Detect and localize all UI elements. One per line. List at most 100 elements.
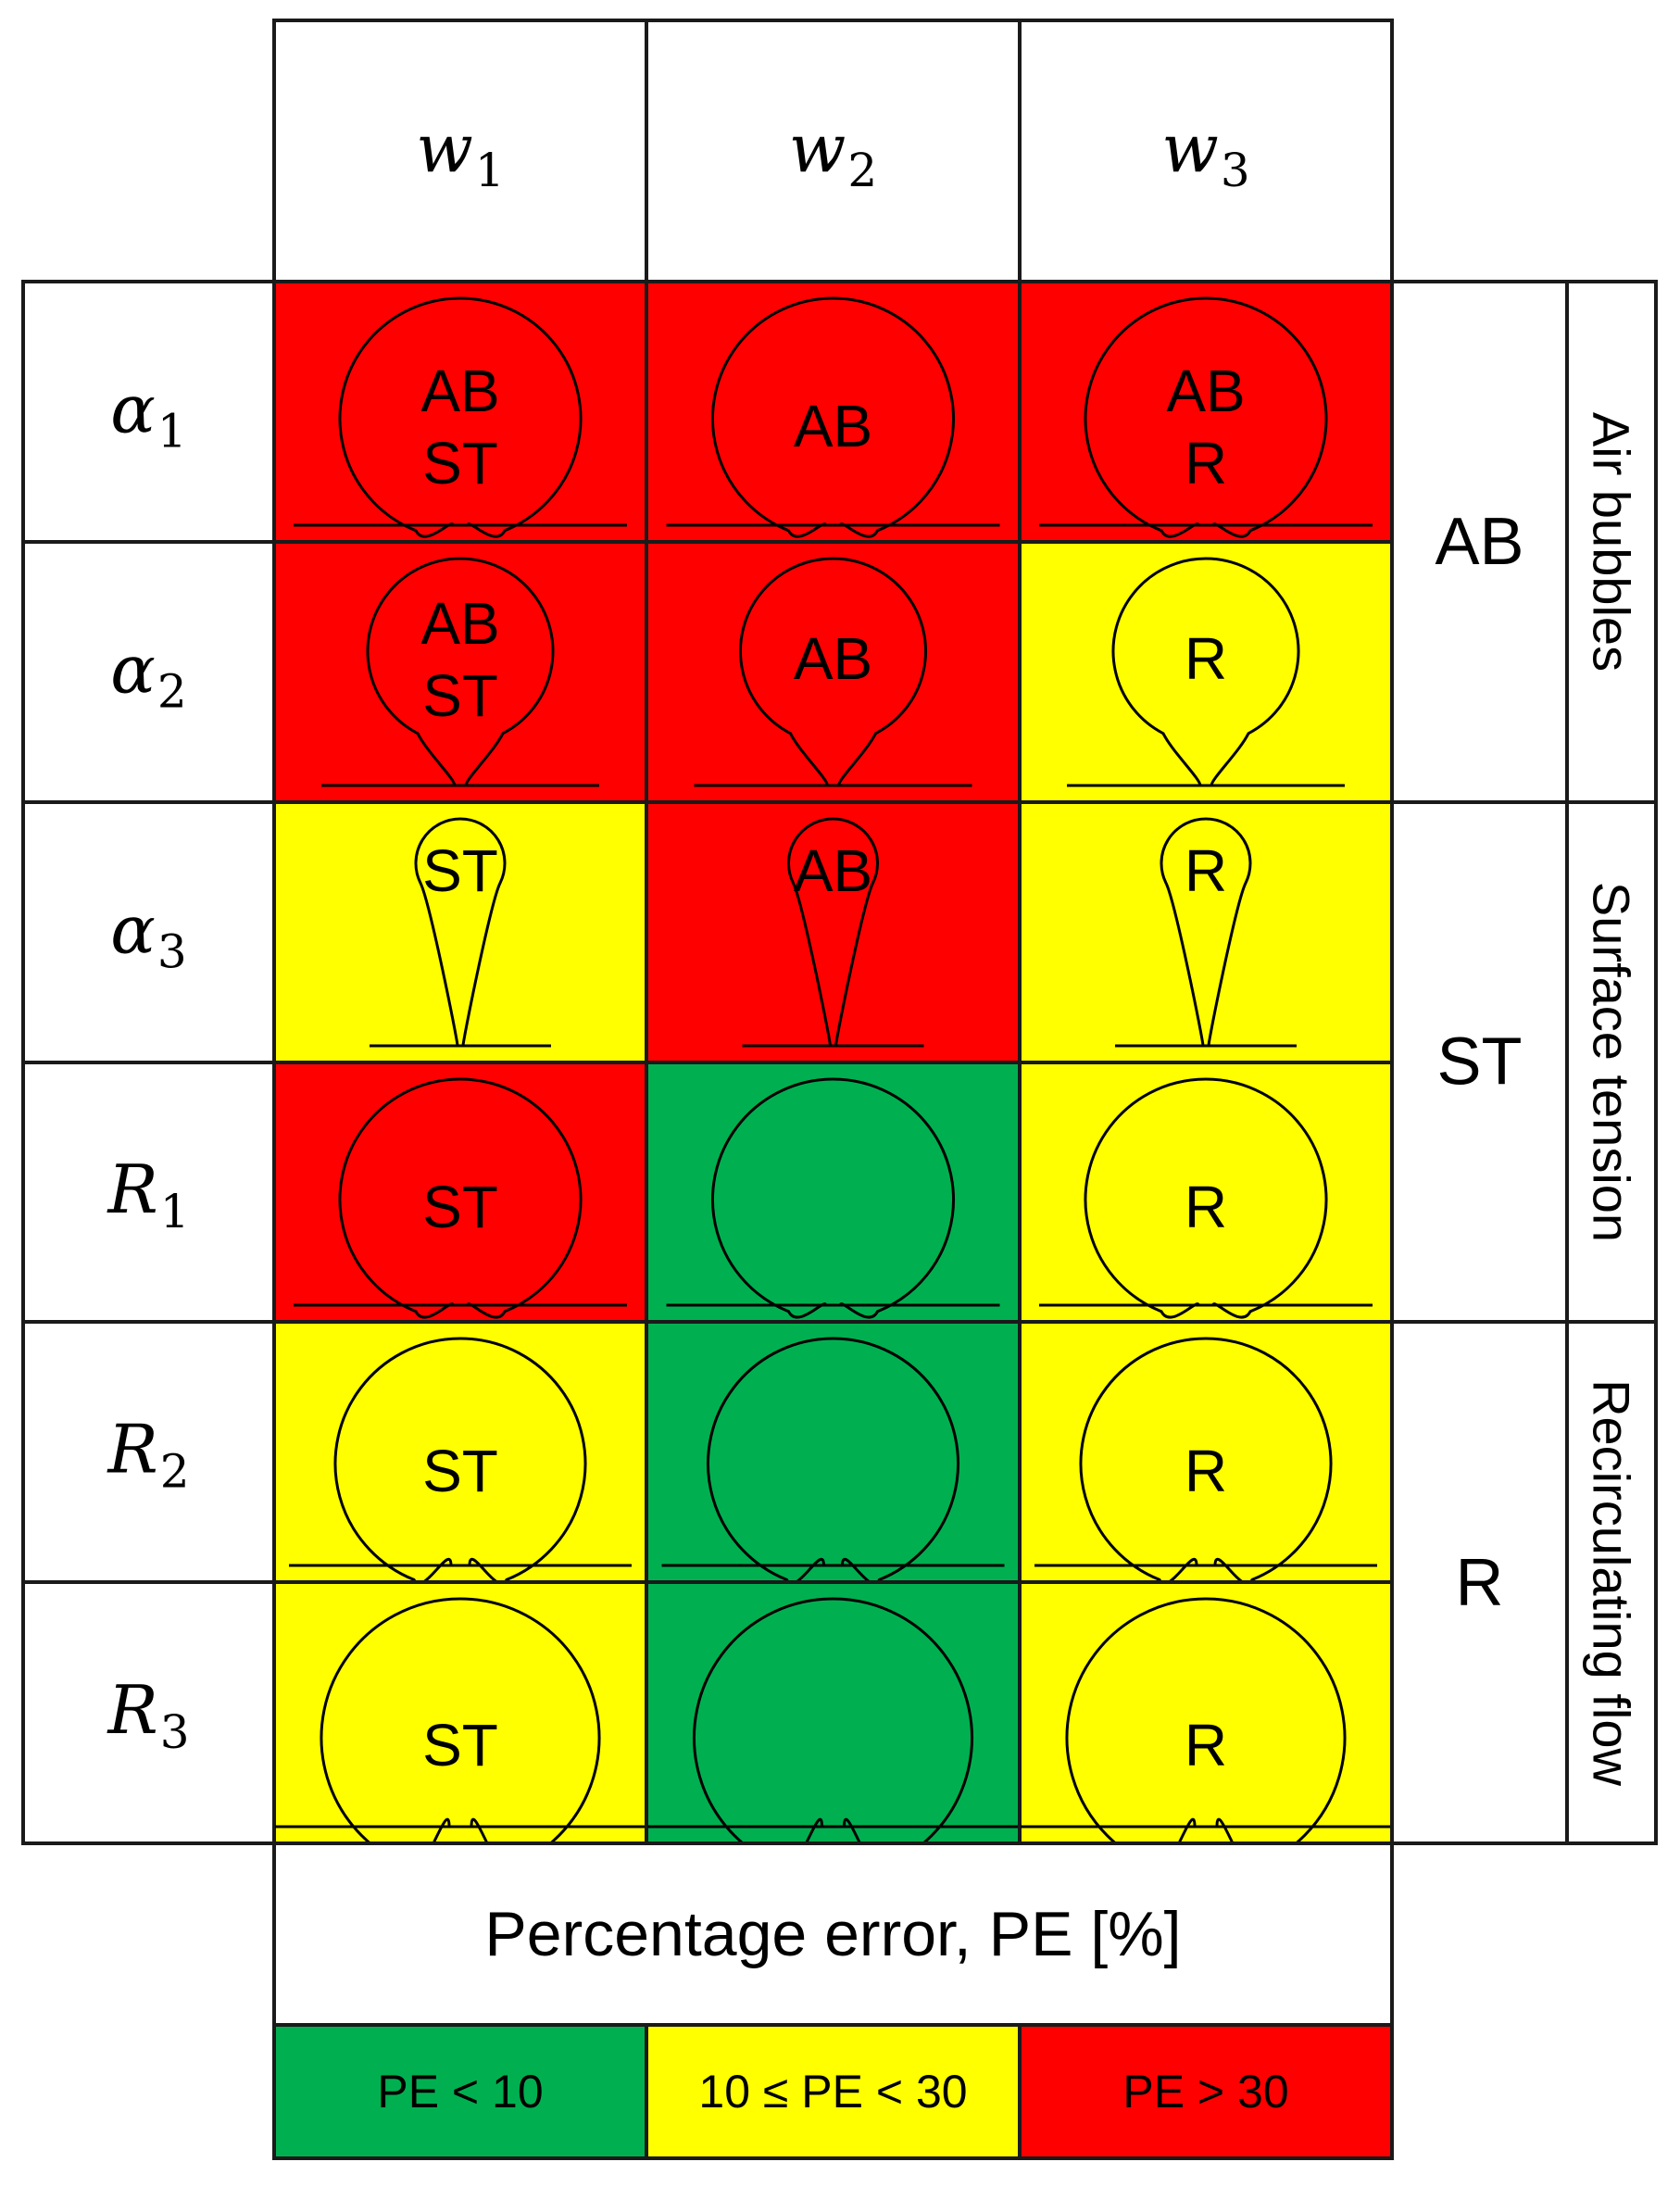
droplet-outline bbox=[1084, 1077, 1328, 1319]
row-label-symbol: α bbox=[110, 631, 156, 709]
row-label-subscript: 1 bbox=[160, 1185, 190, 1238]
column-label-symbol: w bbox=[789, 109, 846, 187]
grid-cell: ABR bbox=[1018, 280, 1394, 544]
droplet-outline bbox=[338, 1077, 583, 1319]
cell-label: R bbox=[1185, 430, 1227, 496]
row-label-subscript: 2 bbox=[160, 1445, 190, 1499]
group-name-cell bbox=[1565, 800, 1658, 1324]
cell-background bbox=[645, 280, 1022, 544]
cell-background bbox=[645, 1061, 1022, 1324]
legend-swatch bbox=[645, 2023, 1022, 2160]
cell-background bbox=[1018, 540, 1394, 804]
droplet-outline bbox=[366, 557, 555, 786]
group-name: Surface tension bbox=[1583, 882, 1641, 1242]
group-abbr: R bbox=[1456, 1546, 1504, 1620]
grid-cell bbox=[645, 1320, 1022, 1585]
grid-cell bbox=[645, 1061, 1022, 1324]
cell-label: ST bbox=[422, 837, 498, 904]
legend-swatch bbox=[272, 2023, 648, 2160]
row-label-symbol: α bbox=[110, 891, 156, 969]
cell-label: ST bbox=[422, 1174, 498, 1240]
legend-label: 10 ≤ PE < 30 bbox=[698, 2066, 967, 2118]
grid-cell: R bbox=[1018, 1580, 1394, 1872]
grid-cell: AB bbox=[645, 540, 1022, 804]
droplet-outline bbox=[1160, 817, 1252, 1047]
mechanism-group: R Recirculating flow bbox=[1390, 1320, 1658, 1845]
row-label: α2 bbox=[110, 631, 186, 719]
droplet-outline bbox=[333, 1337, 587, 1585]
row-label: R1 bbox=[106, 1150, 189, 1238]
cell-label: AB bbox=[794, 393, 872, 459]
row-header-cell bbox=[21, 1580, 276, 1845]
column-label-symbol: w bbox=[416, 109, 473, 187]
row-header-cell bbox=[21, 800, 276, 1064]
droplet-outline bbox=[711, 296, 955, 538]
legend-item: PE > 30 bbox=[1018, 2023, 1394, 2160]
cell-label: ST bbox=[422, 1438, 498, 1504]
row-label: R2 bbox=[106, 1411, 189, 1499]
row-header-cell bbox=[21, 1061, 276, 1324]
group-abbr: AB bbox=[1435, 505, 1523, 579]
row-label: α3 bbox=[110, 891, 186, 979]
cell-label: AB bbox=[794, 625, 872, 692]
legend-title-cell bbox=[272, 1841, 1394, 2027]
row-label-subscript: 2 bbox=[157, 665, 187, 719]
group-abbr-cell bbox=[1390, 800, 1569, 1324]
row-header-cell bbox=[21, 1320, 276, 1584]
grid-cell: R bbox=[1018, 800, 1394, 1064]
row-label-symbol: R bbox=[106, 1411, 157, 1489]
droplet-outline bbox=[707, 1337, 959, 1585]
cell-background bbox=[272, 1061, 648, 1324]
legend-label: PE < 10 bbox=[377, 2066, 543, 2118]
column-label-subscript: 1 bbox=[475, 144, 505, 197]
grid-cell: ST bbox=[272, 800, 648, 1064]
cell-label: ST bbox=[422, 1712, 498, 1779]
grid-cell: AB bbox=[645, 800, 1022, 1064]
cell-background bbox=[272, 540, 648, 804]
grid-cell: R bbox=[1018, 1061, 1394, 1324]
grid-cell: AB bbox=[645, 280, 1022, 544]
row-label-symbol: R bbox=[106, 1150, 157, 1228]
column-label-subscript: 2 bbox=[847, 144, 877, 197]
row-label-subscript: 1 bbox=[157, 405, 187, 459]
droplet-outline bbox=[1079, 1337, 1333, 1585]
legend-item: PE < 10 bbox=[272, 2023, 648, 2160]
column-label-subscript: 3 bbox=[1221, 144, 1250, 197]
column-label: w3 bbox=[1161, 109, 1249, 197]
droplet-outline bbox=[338, 296, 583, 538]
row-label-subscript: 3 bbox=[160, 1705, 190, 1759]
cell-label: AB bbox=[420, 358, 499, 424]
row-label: α1 bbox=[110, 371, 186, 459]
cell-background bbox=[645, 1320, 1022, 1584]
group-name-cell bbox=[1565, 1320, 1658, 1845]
grid-cell: ST bbox=[272, 1580, 648, 1872]
grid-cell: R bbox=[1018, 1320, 1394, 1585]
droplet-outline bbox=[414, 817, 507, 1047]
column-header-cell bbox=[272, 19, 648, 283]
cell-label: R bbox=[1185, 1712, 1227, 1779]
cell-label: R bbox=[1185, 625, 1227, 692]
cell-background bbox=[272, 800, 648, 1064]
row-label-symbol: R bbox=[106, 1671, 157, 1749]
grid-cell: ST bbox=[272, 1061, 648, 1324]
column-header-cell bbox=[1018, 19, 1394, 283]
cell-label: R bbox=[1185, 1438, 1227, 1504]
cell-label: R bbox=[1185, 837, 1227, 904]
column-label: w2 bbox=[789, 109, 877, 197]
cell-background bbox=[272, 280, 648, 544]
grid-cell: R bbox=[1018, 540, 1394, 804]
column-label-symbol: w bbox=[1161, 109, 1219, 187]
legend-item: 10 ≤ PE < 30 bbox=[645, 2023, 1022, 2160]
row-header-cell bbox=[21, 280, 276, 544]
cell-label: ST bbox=[422, 662, 498, 729]
group-name: Recirculating flow bbox=[1583, 1379, 1641, 1786]
droplet-outline bbox=[787, 817, 879, 1047]
legend-swatch bbox=[1018, 2023, 1394, 2160]
row-label: R3 bbox=[106, 1671, 189, 1759]
